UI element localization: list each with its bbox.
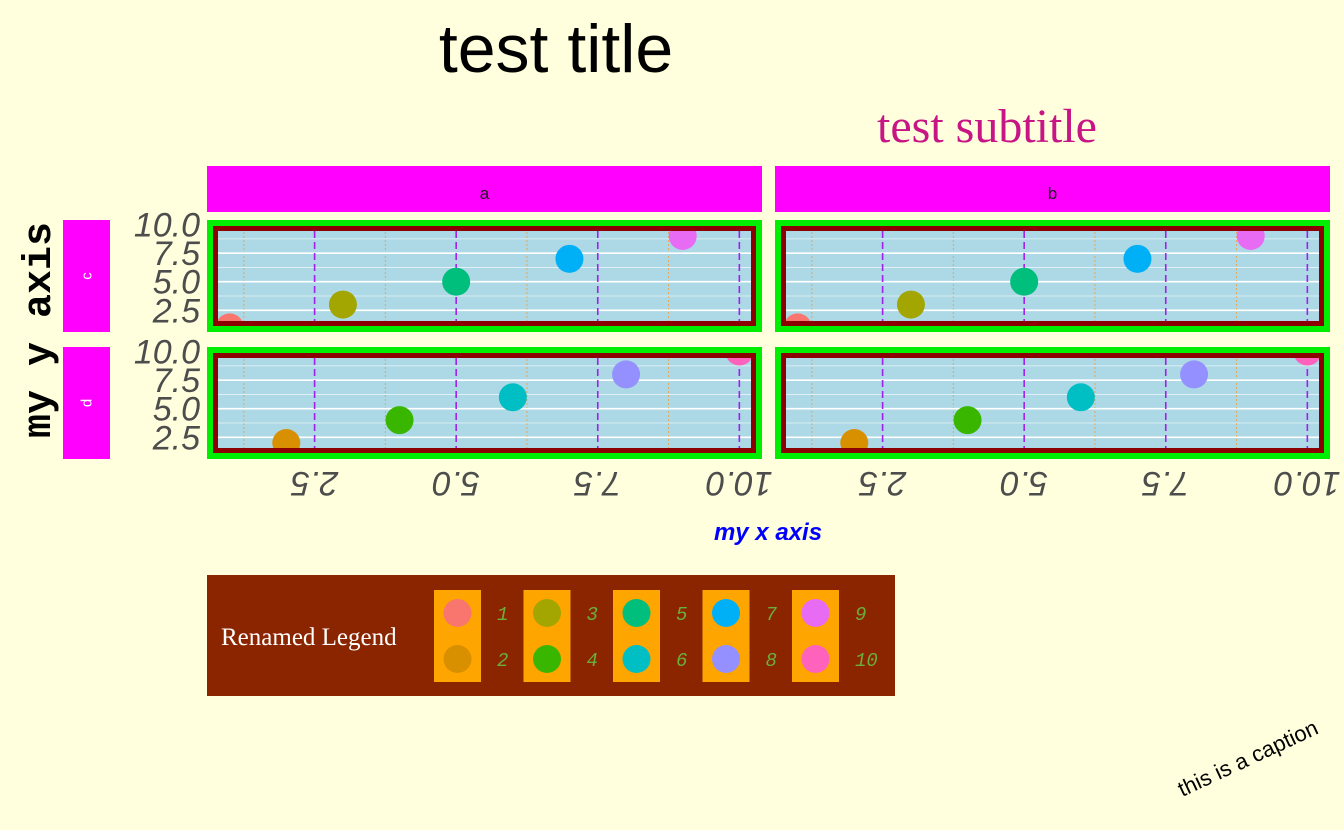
panel-outer-border <box>207 220 762 332</box>
panel-inner-border <box>213 353 756 453</box>
y-tick-label: 2.5 <box>152 419 200 457</box>
x-tick-label: 2.5 <box>291 464 339 502</box>
strip-row-d <box>63 347 110 459</box>
panel-inner-border <box>213 226 756 326</box>
panel-outer-border <box>207 347 762 459</box>
data-point-4 <box>953 406 982 435</box>
strip-label-a: a <box>480 184 490 203</box>
legend-label-9: 9 <box>855 604 866 626</box>
legend-label-6: 6 <box>676 650 687 672</box>
data-point-8 <box>612 360 641 389</box>
legend-key-1 <box>443 599 472 627</box>
x-tick-label: 5.0 <box>432 464 479 502</box>
data-point-7 <box>1123 244 1152 273</box>
y-tick-label: 2.5 <box>152 292 200 330</box>
legend-label-4: 4 <box>587 650 598 672</box>
legend-label-8: 8 <box>766 650 777 672</box>
legend-key-6 <box>622 645 651 673</box>
strip-col-b <box>775 166 1330 212</box>
legend-label-2: 2 <box>497 650 508 672</box>
y-tick-label: 5.0 <box>153 264 200 302</box>
x-tick-label: 10.0 <box>706 464 772 502</box>
legend-key-3 <box>533 599 561 627</box>
legend-title: Renamed Legend <box>221 624 397 651</box>
strip-label-c: c <box>79 272 96 280</box>
legend-key-7 <box>712 599 740 627</box>
panel-b-d <box>775 347 1330 459</box>
panel-a-d <box>207 347 762 459</box>
legend: Renamed Legend 1 2 3 4 5 6 7 8 9 10 <box>207 575 895 696</box>
x-tick-label: 5.0 <box>1000 464 1047 502</box>
y-tick-label: 10.0 <box>134 334 200 372</box>
legend-label-10: 10 <box>855 650 878 672</box>
y-axis-title: my y axis <box>18 222 63 438</box>
x-tick-label: 2.5 <box>859 464 907 502</box>
panel-outer-border <box>775 220 1330 332</box>
panel-b-c <box>775 220 1330 332</box>
legend-key-9 <box>801 599 830 627</box>
data-point-4 <box>385 406 414 435</box>
legend-label-3: 3 <box>587 604 598 626</box>
data-point-8 <box>1180 360 1209 389</box>
legend-label-5: 5 <box>676 604 687 626</box>
chart-subtitle: test subtitle <box>877 100 1097 153</box>
panel-a-c <box>207 220 762 332</box>
x-tick-label: 10.0 <box>1274 464 1340 502</box>
data-point-5 <box>1010 267 1039 296</box>
data-point-6 <box>498 383 527 412</box>
legend-key-4 <box>533 645 561 673</box>
x-axis-title: my x axis <box>714 519 822 546</box>
panel-inner-border <box>781 226 1324 326</box>
panel-outer-border <box>775 347 1330 459</box>
data-point-7 <box>555 244 584 273</box>
legend-key-8 <box>712 645 740 673</box>
y-tick-label: 7.5 <box>153 235 200 273</box>
data-point-3 <box>896 290 925 319</box>
panel-inner-border <box>781 353 1324 453</box>
strip-label-d: d <box>79 399 96 407</box>
data-point-3 <box>328 290 357 319</box>
data-point-6 <box>1066 383 1095 412</box>
chart-title: test title <box>439 11 673 87</box>
y-tick-label: 7.5 <box>153 362 200 400</box>
x-tick-label: 7.5 <box>1142 464 1189 502</box>
strip-col-a <box>207 166 762 212</box>
legend-key-5 <box>622 599 651 627</box>
legend-label-1: 1 <box>497 604 508 626</box>
legend-key-2 <box>443 645 472 673</box>
strip-row-c <box>63 220 110 332</box>
y-tick-label: 10.0 <box>134 207 200 245</box>
y-tick-label: 5.0 <box>153 391 200 429</box>
strips-layer: a b c d <box>63 166 1330 459</box>
legend-key-10 <box>801 645 830 673</box>
strip-label-b: b <box>1048 184 1057 203</box>
legend-label-7: 7 <box>766 604 778 626</box>
panels-layer <box>207 220 1330 459</box>
x-tick-label: 7.5 <box>574 464 621 502</box>
data-point-5 <box>442 267 471 296</box>
chart-caption: this is a caption <box>1174 715 1322 802</box>
